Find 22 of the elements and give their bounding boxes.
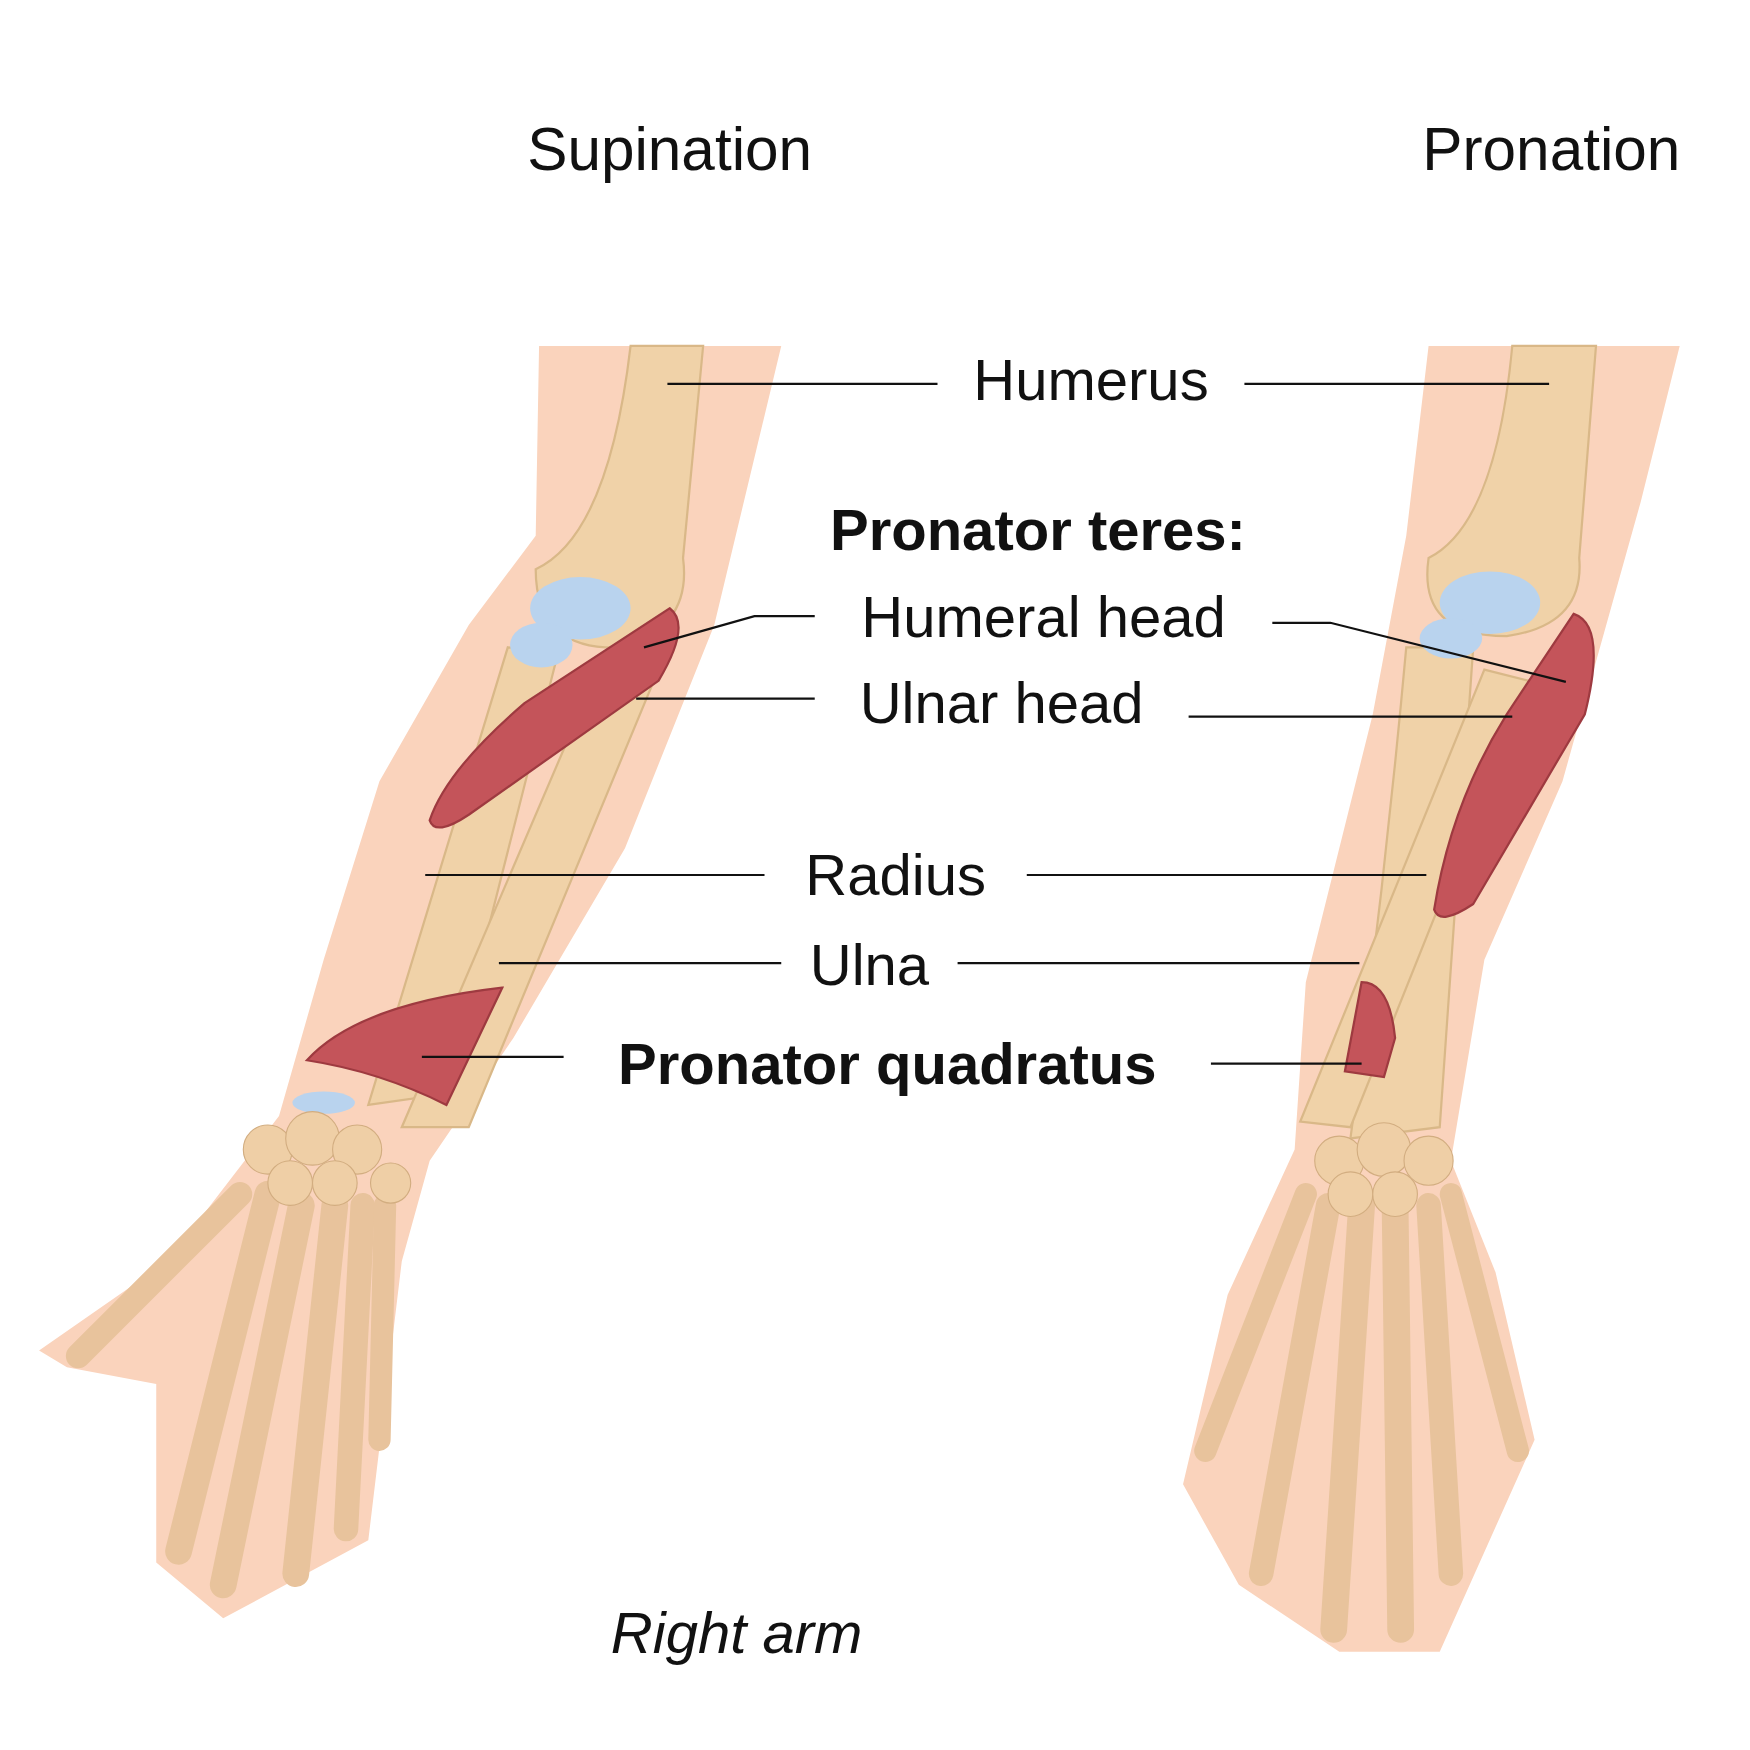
leader-line (425, 873, 765, 877)
heading: Pronation (1421, 113, 1682, 184)
part-label: Pronator quadratus (569, 1026, 1206, 1101)
part-label: Humeral head (820, 580, 1267, 654)
part-label: Radius (770, 838, 1022, 912)
leader-line (957, 962, 1360, 965)
leader-line (1244, 382, 1550, 386)
leader-line (1026, 873, 1427, 877)
part-label: Ulnar head (820, 666, 1184, 740)
leader-line (421, 1055, 564, 1059)
leader-line (1272, 621, 1567, 683)
heading: Supination (526, 113, 814, 185)
caption: Right arm (609, 1599, 864, 1668)
part-label: Humerus (943, 340, 1239, 419)
leader-line (667, 382, 938, 386)
part-label: Ulna (786, 928, 952, 1003)
leader-line (643, 614, 815, 649)
section-heading: Pronator teres: (828, 496, 1247, 565)
leader-line (1210, 1062, 1362, 1065)
leader-line (1188, 715, 1513, 718)
leader-line (636, 697, 815, 700)
leader-line (498, 962, 782, 965)
